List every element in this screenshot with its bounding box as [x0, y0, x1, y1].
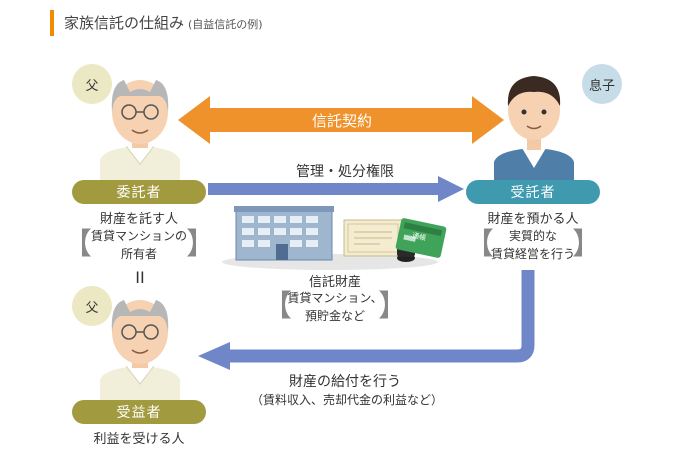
- trust-property-illustration: [222, 206, 447, 270]
- management-arrow: [208, 176, 464, 202]
- trustee-note-line1: 実質的な: [508, 229, 557, 243]
- bankbook-icon: [395, 218, 447, 258]
- certificate-icon: [343, 219, 403, 257]
- settlor-role-pill: 委託者: [72, 180, 206, 204]
- trustee-figure: [494, 76, 574, 182]
- trust-property-note-line2: 預貯金など: [304, 309, 365, 323]
- son-badge: 息子: [582, 64, 622, 104]
- trust-property-note-line1: 賃貸マンション、: [287, 291, 383, 305]
- trustee-note: 【 】 実質的な 賃貸経営を行う: [464, 227, 602, 263]
- benefit-label: 財産の給付を行う: [289, 374, 401, 390]
- trustee-description: 財産を預かる人: [487, 212, 579, 227]
- page-title-sub: (自益信託の例): [188, 18, 263, 31]
- settlor-note-line2: 所有者: [120, 247, 157, 261]
- trust-property-note: 【 】 賃貸マンション、 預貯金など: [262, 289, 408, 325]
- father-badge-bottom: 父: [72, 286, 112, 326]
- left-bracket-glyph: 【: [464, 227, 494, 262]
- father-badge-top: 父: [72, 64, 112, 104]
- right-bracket-glyph: 】: [572, 227, 602, 262]
- beneficiary-figure: [100, 300, 180, 400]
- title-accent-bar: [50, 10, 54, 36]
- page-title: 家族信託の仕組み(自益信託の例): [64, 12, 263, 33]
- beneficiary-description: 利益を受ける人: [93, 432, 185, 447]
- settlor-note: 【 】 賃貸マンションの 所有者: [62, 227, 216, 263]
- equals-sign: II: [135, 268, 145, 287]
- management-label: 管理・処分権限: [296, 164, 394, 180]
- left-bracket-glyph: 【: [62, 227, 92, 262]
- benefit-sublabel: （賃料収入、売却代金の利益など）: [250, 393, 443, 407]
- benefit-arrow-path: [226, 270, 535, 363]
- contract-label: 信託契約: [311, 112, 372, 130]
- page-title-main: 家族信託の仕組み: [64, 14, 185, 32]
- trustee-note-line2: 賃貸経営を行う: [490, 247, 575, 261]
- settlor-description: 財産を託す人: [99, 212, 178, 227]
- right-bracket-glyph: 】: [378, 289, 408, 324]
- right-bracket-glyph: 】: [186, 227, 216, 262]
- trust-property-label: 信託財産: [308, 275, 361, 290]
- settlor-figure: [100, 80, 180, 180]
- left-bracket-glyph: 【: [262, 289, 292, 324]
- apartment-building-icon: [234, 206, 334, 261]
- settlor-note-line1: 賃貸マンションの: [90, 229, 187, 243]
- contract-double-arrow: [178, 96, 504, 144]
- trustee-role-pill: 受託者: [466, 180, 600, 204]
- benefit-arrow-head: [198, 342, 230, 370]
- beneficiary-role-pill: 受益者: [72, 400, 206, 424]
